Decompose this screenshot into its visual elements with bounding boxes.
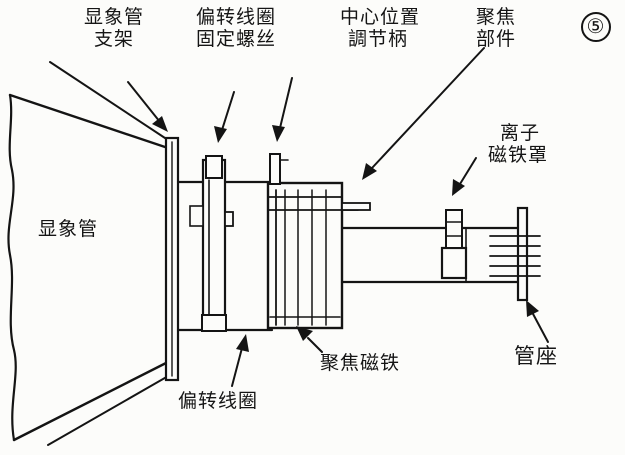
- label-center-handle-line1: 中心位置: [340, 6, 421, 28]
- deflection-yoke: [189, 155, 234, 332]
- figure-number-circle: [581, 12, 611, 42]
- label-center-handle: 中心位置 調节柄: [340, 6, 420, 50]
- label-ion-trap-line2: 磁铁罩: [488, 144, 549, 166]
- label-socket: 管座: [514, 344, 558, 368]
- label-crt: 显象管: [38, 218, 99, 240]
- label-ion-trap-line1: 离子: [500, 122, 541, 144]
- focus-magnet: [266, 181, 359, 330]
- label-focus-magnet: 聚焦磁铁: [320, 352, 401, 374]
- crt-bell: [7, 61, 171, 446]
- tube-socket: [489, 206, 541, 302]
- figure-number: ⑤: [586, 14, 606, 38]
- leader-arrows: [127, 47, 549, 387]
- label-tube-support: 显象管 支架: [84, 6, 144, 50]
- label-focus-part: 聚焦 部件: [476, 6, 516, 50]
- label-ion-trap: 离子 磁铁罩: [488, 122, 548, 166]
- label-center-handle-line2: 調节柄: [348, 28, 409, 50]
- label-deflection-coil: 偏转线圈: [178, 390, 259, 412]
- tube-support-bracket: [164, 136, 180, 382]
- label-yoke-screw-line2: 固定螺丝: [196, 28, 277, 50]
- label-focus-part-line2: 部件: [476, 28, 517, 50]
- label-yoke-screw-line1: 偏转线圈: [196, 6, 277, 28]
- label-tube-support-line1: 显象管: [84, 6, 145, 28]
- centering-handle: [269, 153, 371, 211]
- label-tube-support-line2: 支架: [94, 28, 135, 50]
- label-focus-part-line1: 聚焦: [476, 6, 517, 28]
- ion-trap-magnet: [340, 209, 522, 284]
- label-yoke-screw: 偏转线圈 固定螺丝: [196, 6, 276, 50]
